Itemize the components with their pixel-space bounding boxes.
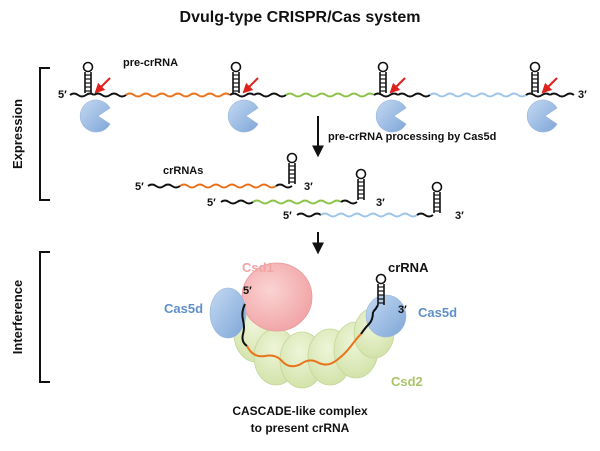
five-prime-label: 5′: [283, 210, 292, 222]
three-prime-label: 3′: [455, 210, 464, 222]
complex-caption-line1: CASCADE-like complex: [232, 404, 368, 418]
repeat-hairpin: [230, 61, 242, 94]
csd2-label: Csd2: [391, 374, 423, 389]
hairpin-tail: [372, 304, 379, 313]
interference-section-label: Interference: [10, 280, 25, 354]
five-prime-label: 5′: [207, 197, 216, 209]
pre-crrna-label: pre-crRNA: [123, 57, 178, 69]
crrna-spacer-orange: [246, 333, 362, 368]
cas5d-protein: [526, 99, 558, 133]
cas5d-protein: [375, 99, 407, 133]
crrna-label: crRNA: [388, 260, 429, 275]
cleavage-arrow: [94, 77, 111, 94]
complex-hairpin: [375, 273, 387, 305]
crrnas-label: crRNAs: [163, 165, 203, 177]
pre-crrna-strand: [69, 92, 575, 98]
cleavage-arrow: [389, 77, 406, 94]
cleavage-arrow: [242, 77, 259, 94]
complex-caption-line2: to present crRNA: [251, 421, 350, 435]
three-prime-label: 3′: [304, 181, 313, 193]
pre-crrna-three-prime: 3′: [578, 89, 587, 101]
cas5d-right-label: Cas5d: [418, 305, 457, 320]
crrna-strand-orange: 5′ 3′: [135, 152, 313, 193]
crrna-strand-blue: 5′ 3′: [283, 181, 464, 222]
repeat-hairpin: [529, 61, 541, 94]
cas5d-protein: [227, 99, 259, 133]
pre-crrna-five-prime: 5′: [58, 89, 67, 101]
complex-five-prime: 5′: [243, 285, 252, 297]
interference-bracket: [39, 251, 50, 383]
expression-section-label: Expression: [10, 99, 25, 169]
expression-bracket: [39, 67, 50, 201]
processing-label: pre-crRNA processing by Cas5d: [328, 131, 496, 143]
cas5d-left-label: Cas5d: [164, 301, 203, 316]
cleavage-arrow: [541, 77, 558, 94]
cas5d-protein: [79, 99, 111, 133]
five-prime-label: 5′: [135, 181, 144, 193]
diagram-title: Dvulg-type CRISPR/Cas system: [180, 9, 421, 26]
csd1-label: Csd1: [242, 260, 274, 275]
complex-three-prime: 3′: [398, 304, 407, 316]
crrna-3prime-segment: [360, 311, 374, 335]
crrna-strand-green: 5′ 3′: [207, 168, 385, 209]
cas5d-left-protein: [209, 287, 247, 339]
crrna-in-complex: [241, 303, 248, 347]
repeat-hairpin: [82, 61, 94, 94]
repeat-hairpin: [377, 61, 389, 94]
cas5d-right-protein: [365, 294, 407, 338]
three-prime-label: 3′: [376, 197, 385, 209]
